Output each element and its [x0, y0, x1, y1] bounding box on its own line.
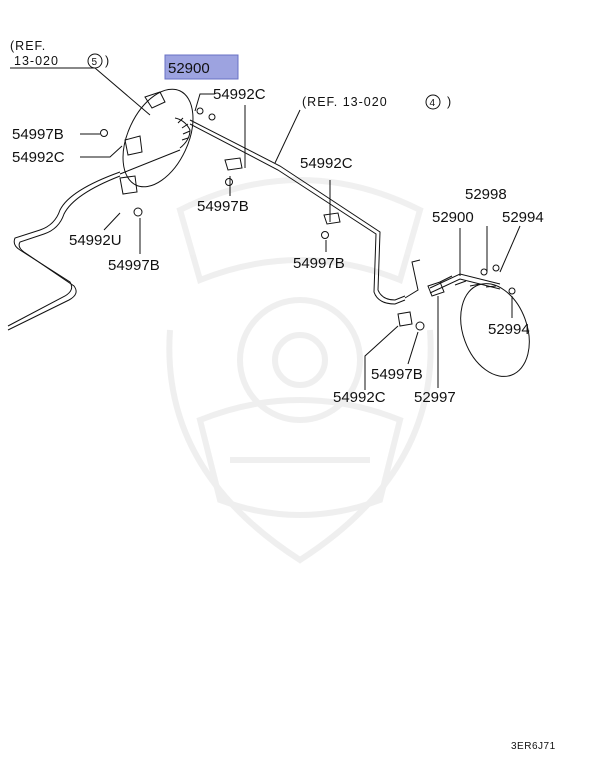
ref-right-text: (REF. 13-020: [302, 95, 388, 109]
ref-left-line2: 13-020: [14, 54, 59, 68]
left-brake-assembly: [100, 88, 216, 217]
watermark-logo: [166, 177, 434, 564]
mid-clips: [224, 157, 341, 239]
label-54997B-mid[interactable]: 54997B: [197, 198, 249, 215]
svg-text:): ): [105, 54, 110, 68]
drawing-code: 3ER6J71: [511, 741, 556, 752]
brake-pipe: [7, 119, 421, 331]
ref-left: (REF. 13-020 5 ): [10, 39, 151, 116]
ref-right-circle-number: 4: [430, 98, 436, 109]
ref-left-leader: [10, 67, 151, 116]
ref-right-leader: [274, 109, 301, 164]
right-brake-assembly: [397, 264, 530, 377]
label-52900-right[interactable]: 52900: [432, 209, 474, 226]
label-54992C-e[interactable]: 54992C: [333, 389, 386, 406]
label-54997B-left[interactable]: 54997B: [12, 126, 64, 143]
ref-right: (REF. 13-020 4 ): [274, 94, 452, 164]
ref-right-circle-icon: [425, 94, 441, 110]
ref-left-line1: (REF.: [10, 39, 46, 53]
label-54992C-a[interactable]: 54992C: [213, 86, 266, 103]
ref-left-circle-number: 5: [92, 57, 98, 68]
label-54997B-e[interactable]: 54997B: [371, 366, 423, 383]
label-54992U[interactable]: 54992U: [69, 232, 122, 249]
label-52998[interactable]: 52998: [465, 186, 507, 203]
label-52997[interactable]: 52997: [414, 389, 456, 406]
svg-text:): ): [447, 95, 452, 109]
part-labels: 52900 54992C 54997B 54992C 54997B 54992C…: [12, 60, 544, 406]
label-52994-a[interactable]: 52994: [502, 209, 544, 226]
label-54992C-left[interactable]: 54992C: [12, 149, 65, 166]
label-54997B-c[interactable]: 54997B: [293, 255, 345, 272]
highlight-52900-box: [164, 54, 239, 80]
label-52994-b[interactable]: 52994: [488, 321, 530, 338]
label-54997B-d[interactable]: 54997B: [108, 257, 160, 274]
label-54992C-b[interactable]: 54992C: [300, 155, 353, 172]
leader-lines: [80, 93, 521, 390]
label-52900-top[interactable]: 52900: [168, 60, 210, 77]
